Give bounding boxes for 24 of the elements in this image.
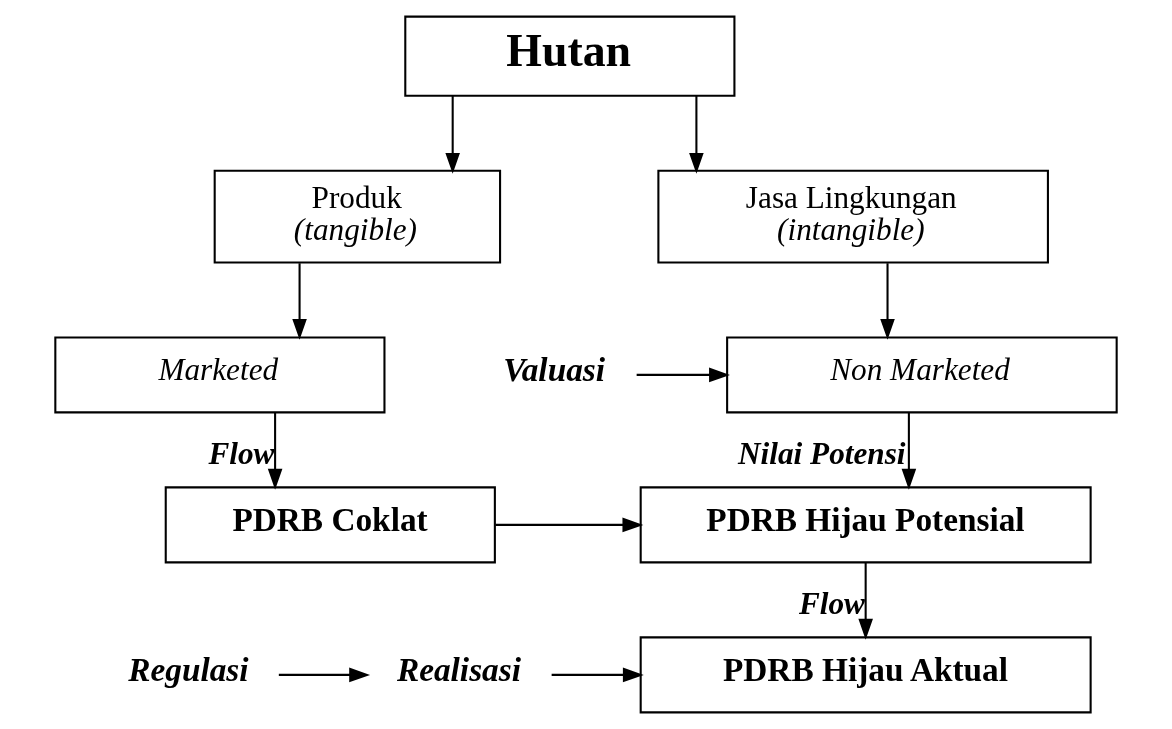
arrow [858,562,873,640]
edge-label: Nilai Potensi [738,436,906,472]
node-box: PDRB Coklat [164,486,496,564]
arrow [445,95,460,174]
arrow [267,412,283,490]
edge-label: Flow [799,586,865,622]
node-text: Valuasi [503,350,606,388]
arrow [636,367,730,383]
node-box: PDRB Hijau Potensial [639,486,1092,564]
node-box: Produk (tangible) [213,169,502,264]
node-box: PDRB Hijau Aktual [639,636,1092,714]
node-box: Non Marketed [726,336,1118,414]
arrow [292,263,307,340]
node-box: Jasa Lingkungan (intangible) [657,169,1049,264]
arrow [901,412,917,490]
arrow [495,517,644,533]
arrow [689,95,704,174]
arrow [880,263,895,340]
node-text: Regulasi [128,650,249,688]
node-box: Marketed [54,336,386,414]
node-text: Realisasi [396,650,521,688]
arrow [551,667,644,683]
arrow [278,667,371,683]
node-box: Hutan [404,15,736,97]
